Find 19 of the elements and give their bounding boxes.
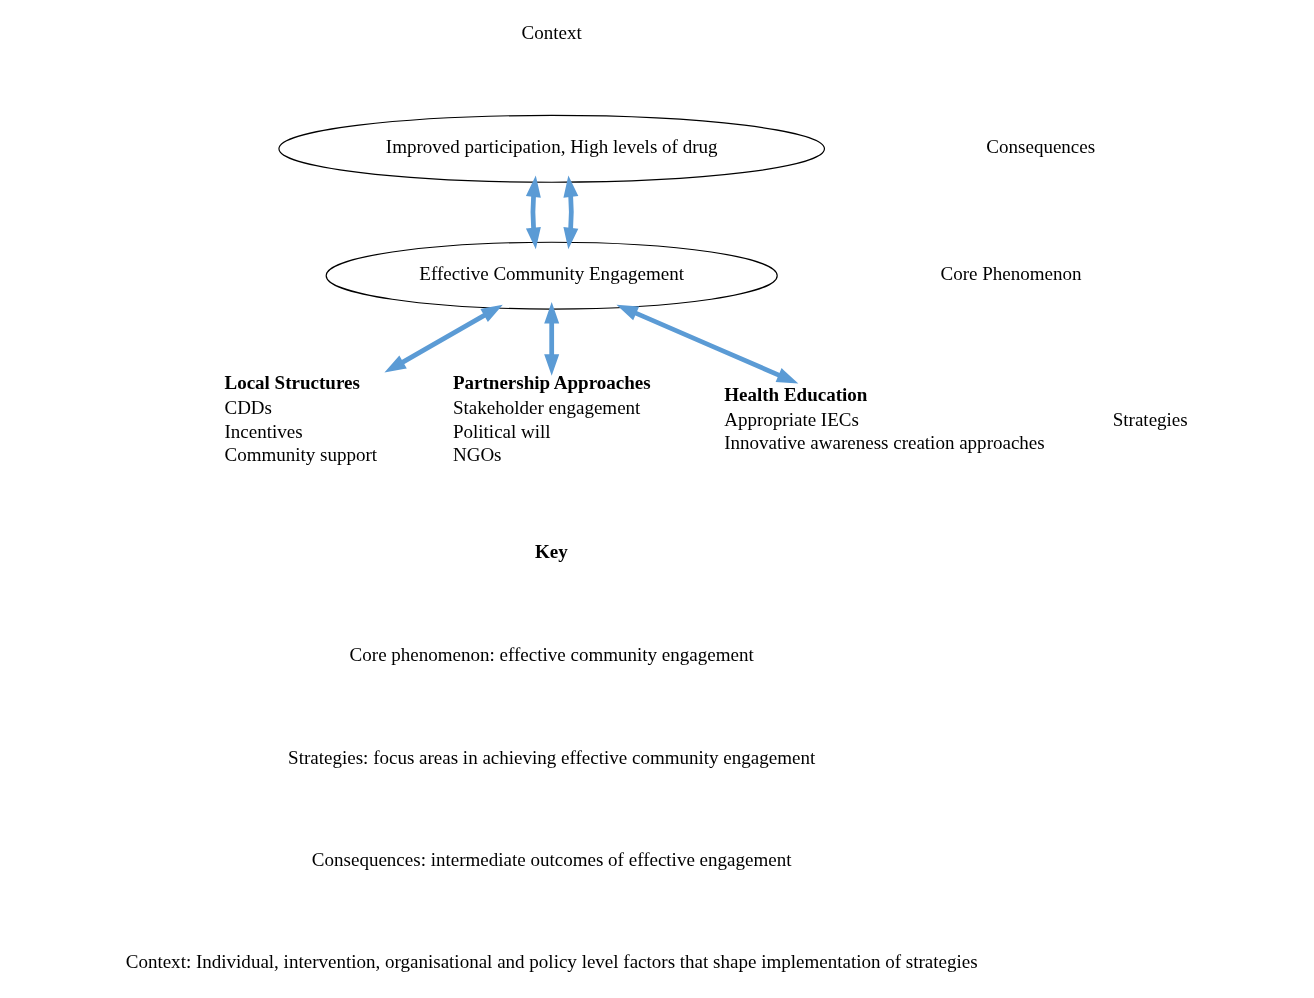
arrow — [525, 175, 541, 250]
label: Core phenomenon: effective community engagement — [349, 644, 754, 666]
arrow — [616, 304, 799, 384]
label: Context — [521, 21, 582, 43]
arrow — [384, 304, 503, 373]
node-text: Local Structures CDDs Incentives Community support — [224, 371, 378, 466]
arrow — [563, 175, 579, 250]
label: Consequences: intermediate outcomes of effective engagement — [311, 848, 792, 870]
arrow — [544, 302, 560, 376]
node-ellipse: Improved participation, High levels of drug — [278, 114, 826, 183]
label: Context: Individual, intervention, organisational and policy level factors that shape implementation of strategies — [125, 951, 978, 973]
node-text: Health Education Appropriate IECs Innovative awareness creation approaches — [724, 383, 1045, 454]
label: Strategies — [1112, 408, 1188, 430]
label: Key — [535, 540, 568, 562]
label: Core Phenomenon — [940, 263, 1082, 285]
node-text: Partnership Approaches Stakeholder engagement Political will NGOs — [452, 371, 651, 466]
label: Strategies: focus areas in achieving effective community engagement — [288, 746, 816, 768]
node-ellipse: Effective Community Engagement — [325, 241, 778, 310]
label: Consequences — [986, 136, 1096, 158]
